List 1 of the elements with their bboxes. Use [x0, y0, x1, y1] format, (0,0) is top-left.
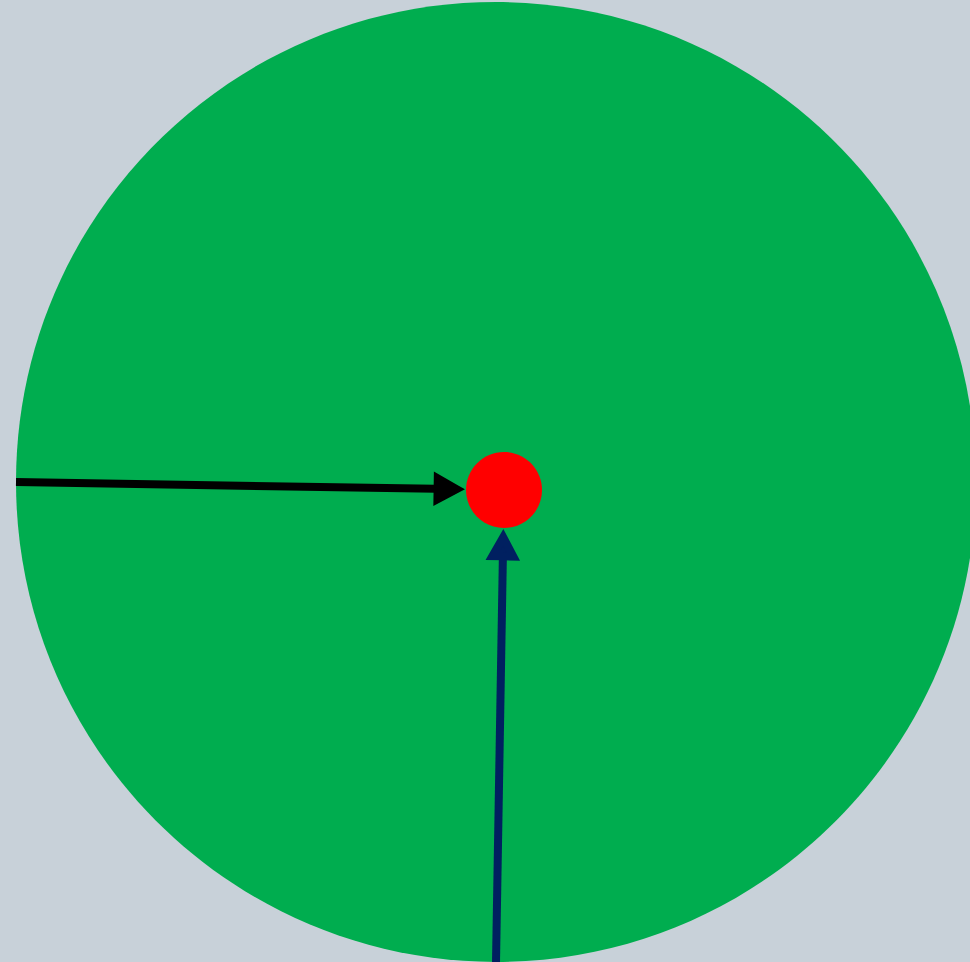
target-dot — [466, 451, 542, 528]
